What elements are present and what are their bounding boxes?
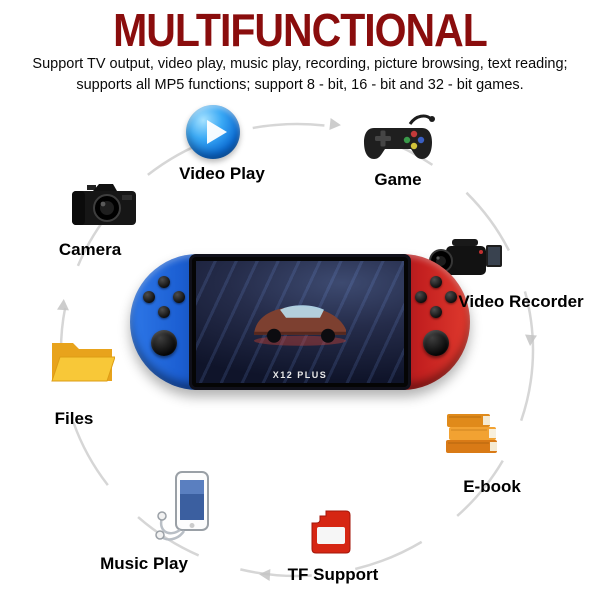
action-left-button xyxy=(415,291,427,303)
action-top-button xyxy=(430,276,442,288)
gamepad-icon xyxy=(360,112,436,166)
dpad-buttons xyxy=(143,276,185,318)
dpad-up-button xyxy=(158,276,170,288)
right-analog-stick xyxy=(423,330,449,356)
action-bottom-button xyxy=(430,306,442,318)
feature-label-game: Game xyxy=(374,170,422,189)
dpad-right-button xyxy=(173,291,185,303)
folder-glyph xyxy=(51,343,116,382)
feature-label-files: Files xyxy=(54,409,94,428)
handheld-console: X12 PLUS xyxy=(130,254,470,390)
dpad-left-button xyxy=(143,291,155,303)
sd-card-glyph xyxy=(311,510,351,554)
left-analog-stick xyxy=(151,330,177,356)
sd-card-icon xyxy=(300,507,358,555)
play-triangle-icon xyxy=(207,120,227,144)
feature-label-music-play: Music Play xyxy=(100,554,188,573)
phone-earbuds-glyph xyxy=(155,471,209,541)
books-glyph xyxy=(446,414,497,453)
subtitle-line-2: supports all MP5 functions; support 8 - … xyxy=(76,77,524,94)
dpad-down-button xyxy=(158,306,170,318)
console-screen: X12 PLUS xyxy=(192,257,408,387)
action-buttons xyxy=(415,276,457,318)
gamepad-glyph xyxy=(364,114,435,159)
feature-label-video-play: Video Play xyxy=(179,164,265,183)
feature-label-camera: Camera xyxy=(58,240,122,259)
feature-label-tf-support: TF Support xyxy=(287,565,379,584)
phone-music-icon xyxy=(154,468,212,542)
feature-label-ebook: E-book xyxy=(463,477,521,496)
race-car-graphic xyxy=(254,305,346,346)
console-model-label: X12 PLUS xyxy=(272,370,328,380)
feature-label-video-recorder: Video Recorder xyxy=(458,292,584,311)
camera-glyph xyxy=(72,184,136,225)
page-title: MULTIFUNCTIONAL xyxy=(113,4,488,57)
action-right-button xyxy=(445,291,457,303)
play-button-icon xyxy=(186,105,240,159)
subtitle-line-1: Support TV output, video play, music pla… xyxy=(32,56,568,72)
books-icon xyxy=(443,404,501,458)
camera-icon xyxy=(69,180,139,232)
subtitle: Support TV output, video play, music pla… xyxy=(0,54,600,97)
racing-game-screenshot: X12 PLUS xyxy=(196,261,404,383)
folder-icon xyxy=(49,333,116,387)
